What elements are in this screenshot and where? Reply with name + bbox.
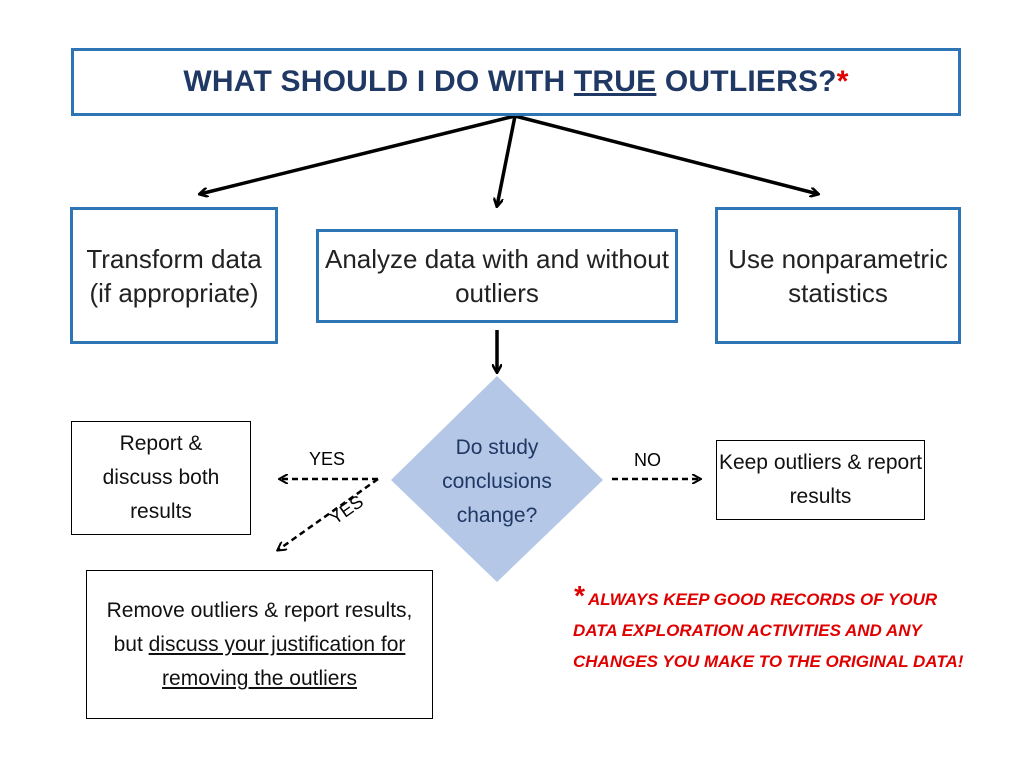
report-both-box: Report & discuss both results [71, 421, 251, 535]
title-asterisk: * [836, 65, 849, 98]
decision-text: Do study conclusions change? [442, 436, 552, 527]
yes-label-left: YES [309, 449, 346, 469]
note-text: ALWAYS KEEP GOOD RECORDS OF YOUR DATA EX… [573, 590, 964, 671]
keep-outliers-box: Keep outliers & report results [716, 440, 925, 520]
transform-option-box: Transform data (if appropriate) [70, 207, 278, 344]
keep-outliers-text: Keep outliers & report results [718, 451, 923, 508]
arrow-to-nonparametric [514, 114, 818, 194]
arrow-to-analyze [497, 115, 517, 206]
no-label: NO [634, 450, 661, 470]
records-note: * ALWAYS KEEP GOOD RECORDS OF YOUR DATA … [573, 580, 973, 677]
remove-justification-underlined: discuss your justification for removing … [148, 632, 406, 690]
remove-outliers-text: Remove outliers & report results, but di… [106, 598, 413, 690]
note-asterisk: * [573, 580, 584, 611]
transform-option-text: Transform data (if appropriate) [86, 243, 262, 308]
nonparametric-option-text: Use nonparametric statistics [728, 243, 948, 308]
title-emphasis: TRUE [573, 65, 657, 98]
page-title: WHAT SHOULD I DO WITH TRUE OUTLIERS?* [183, 65, 849, 98]
nonparametric-option-box: Use nonparametric statistics [715, 207, 961, 344]
report-both-text: Report & discuss both results [102, 432, 220, 523]
arrow-to-transform [200, 114, 516, 194]
analyze-option-box: Analyze data with and without outliers [316, 229, 678, 323]
decision-diamond [391, 376, 603, 582]
arrow-yes-remove [278, 477, 379, 550]
title-box: WHAT SHOULD I DO WITH TRUE OUTLIERS?* [71, 48, 961, 116]
remove-outliers-box: Remove outliers & report results, but di… [86, 570, 433, 719]
analyze-option-text: Analyze data with and without outliers [325, 244, 669, 308]
